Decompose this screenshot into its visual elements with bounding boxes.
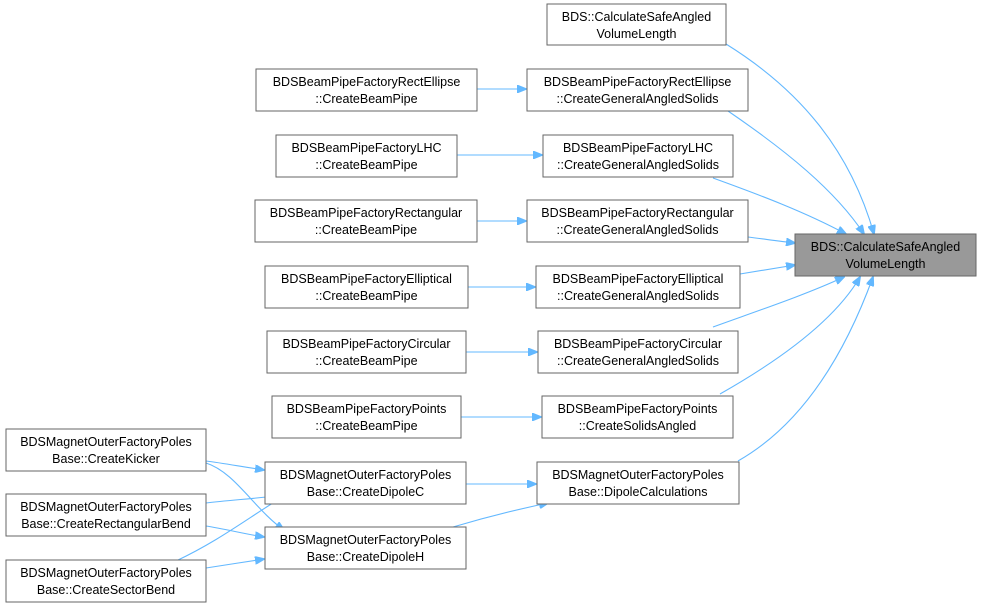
node-elliptical-general-angled-solids[interactable]: BDSBeamPipeFactoryElliptical ::CreateGen… bbox=[535, 265, 741, 309]
svg-text:::CreateBeamPipe: ::CreateBeamPipe bbox=[315, 419, 417, 433]
node-rectangular-general-angled-solids[interactable]: BDSBeamPipeFactoryRectangular ::CreateGe… bbox=[526, 199, 749, 243]
svg-text:::CreateBeamPipe: ::CreateBeamPipe bbox=[315, 223, 417, 237]
svg-text:::CreateBeamPipe: ::CreateBeamPipe bbox=[315, 92, 417, 106]
svg-text:BDSBeamPipeFactoryPoints: BDSBeamPipeFactoryPoints bbox=[287, 402, 447, 416]
edge-n6-n0 bbox=[747, 236, 795, 243]
edge-n2-n0 bbox=[727, 110, 864, 234]
svg-text:BDSBeamPipeFactoryRectangular: BDSBeamPipeFactoryRectangular bbox=[541, 206, 733, 220]
node-recellipse-general-angled-solids[interactable]: BDSBeamPipeFactoryRectEllipse ::CreateGe… bbox=[526, 68, 749, 112]
svg-text:::CreateGeneralAngledSolids: ::CreateGeneralAngledSolids bbox=[557, 289, 719, 303]
edge-n8-n0 bbox=[739, 265, 795, 275]
node-lhc-general-angled-solids[interactable]: BDSBeamPipeFactoryLHC ::CreateGeneralAng… bbox=[542, 134, 734, 178]
node-lhc-create-beam-pipe[interactable]: BDSBeamPipeFactoryLHC ::CreateBeamPipe bbox=[275, 134, 458, 178]
svg-text:::CreateSolidsAngled: ::CreateSolidsAngled bbox=[579, 419, 696, 433]
svg-text:BDSMagnetOuterFactoryPoles: BDSMagnetOuterFactoryPoles bbox=[20, 566, 192, 580]
svg-text:BDSMagnetOuterFactoryPoles: BDSMagnetOuterFactoryPoles bbox=[20, 500, 192, 514]
svg-text:BDSBeamPipeFactoryLHC: BDSBeamPipeFactoryLHC bbox=[563, 141, 713, 155]
node-calculate-safe-angled-volume-length-focus[interactable]: BDS::CalculateSafeAngled VolumeLength bbox=[794, 233, 977, 277]
svg-text:::CreateBeamPipe: ::CreateBeamPipe bbox=[315, 289, 417, 303]
svg-text:BDS::CalculateSafeAngled: BDS::CalculateSafeAngled bbox=[811, 240, 960, 254]
svg-text:BDSMagnetOuterFactoryPoles: BDSMagnetOuterFactoryPoles bbox=[280, 468, 452, 482]
node-create-rectangular-bend[interactable]: BDSMagnetOuterFactoryPoles Base::CreateR… bbox=[5, 493, 207, 537]
edge-n19-n16 bbox=[205, 559, 264, 569]
svg-text:BDSMagnetOuterFactoryPoles: BDSMagnetOuterFactoryPoles bbox=[20, 435, 192, 449]
edge-n16-n14 bbox=[452, 503, 548, 528]
svg-text:BDSBeamPipeFactoryRectEllipse: BDSBeamPipeFactoryRectEllipse bbox=[544, 75, 732, 89]
svg-text:BDSBeamPipeFactoryRectEllipse: BDSBeamPipeFactoryRectEllipse bbox=[273, 75, 461, 89]
svg-text:VolumeLength: VolumeLength bbox=[846, 257, 926, 271]
edge-n12-n0 bbox=[719, 277, 860, 395]
svg-text:::CreateGeneralAngledSolids: ::CreateGeneralAngledSolids bbox=[557, 158, 719, 172]
svg-text:Base::CreateRectangularBend: Base::CreateRectangularBend bbox=[21, 517, 191, 531]
svg-text:BDSBeamPipeFactoryElliptical: BDSBeamPipeFactoryElliptical bbox=[553, 272, 724, 286]
nodes: BDS::CalculateSafeAngled VolumeLength BD… bbox=[5, 3, 977, 603]
node-recellipse-create-beam-pipe[interactable]: BDSBeamPipeFactoryRectEllipse ::CreateBe… bbox=[255, 68, 478, 112]
node-create-sector-bend[interactable]: BDSMagnetOuterFactoryPoles Base::CreateS… bbox=[5, 559, 207, 603]
svg-text:BDSBeamPipeFactoryRectangular: BDSBeamPipeFactoryRectangular bbox=[270, 206, 462, 220]
node-rectangular-create-beam-pipe[interactable]: BDSBeamPipeFactoryRectangular ::CreateBe… bbox=[254, 199, 478, 243]
node-elliptical-create-beam-pipe[interactable]: BDSBeamPipeFactoryElliptical ::CreateBea… bbox=[264, 265, 469, 309]
svg-text:BDSBeamPipeFactoryPoints: BDSBeamPipeFactoryPoints bbox=[558, 402, 718, 416]
edge-n17-n15 bbox=[205, 460, 264, 470]
edges bbox=[175, 43, 874, 569]
svg-text:Base::CreateKicker: Base::CreateKicker bbox=[52, 452, 160, 466]
svg-text:Base::CreateSectorBend: Base::CreateSectorBend bbox=[37, 583, 175, 597]
node-points-create-solids-angled[interactable]: BDSBeamPipeFactoryPoints ::CreateSolidsA… bbox=[541, 395, 734, 439]
edge-n17-n16 bbox=[205, 462, 284, 530]
edge-n18-n16 bbox=[205, 525, 264, 537]
svg-text:BDSBeamPipeFactoryElliptical: BDSBeamPipeFactoryElliptical bbox=[281, 272, 452, 286]
svg-text:::CreateBeamPipe: ::CreateBeamPipe bbox=[315, 354, 417, 368]
node-circular-create-beam-pipe[interactable]: BDSBeamPipeFactoryCircular ::CreateBeamP… bbox=[266, 330, 467, 374]
node-create-dipole-h[interactable]: BDSMagnetOuterFactoryPoles Base::CreateD… bbox=[264, 526, 467, 570]
svg-text:BDSBeamPipeFactoryCircular: BDSBeamPipeFactoryCircular bbox=[554, 337, 722, 351]
svg-text:Base::CreateDipoleC: Base::CreateDipoleC bbox=[307, 485, 424, 499]
edge-n1-n0 bbox=[725, 43, 874, 234]
svg-text:BDSMagnetOuterFactoryPoles: BDSMagnetOuterFactoryPoles bbox=[280, 533, 452, 547]
node-points-create-beam-pipe[interactable]: BDSBeamPipeFactoryPoints ::CreateBeamPip… bbox=[271, 395, 462, 439]
edge-n14-n0 bbox=[737, 277, 873, 462]
svg-text:::CreateGeneralAngledSolids: ::CreateGeneralAngledSolids bbox=[557, 354, 719, 368]
svg-text:BDSMagnetOuterFactoryPoles: BDSMagnetOuterFactoryPoles bbox=[552, 468, 724, 482]
node-calculate-safe-angled-volume-length-caller[interactable]: BDS::CalculateSafeAngled VolumeLength bbox=[546, 3, 727, 46]
node-create-kicker[interactable]: BDSMagnetOuterFactoryPoles Base::CreateK… bbox=[5, 428, 207, 472]
edge-n10-n0 bbox=[712, 277, 844, 328]
svg-text:BDSBeamPipeFactoryCircular: BDSBeamPipeFactoryCircular bbox=[282, 337, 450, 351]
svg-text:BDSBeamPipeFactoryLHC: BDSBeamPipeFactoryLHC bbox=[291, 141, 441, 155]
svg-text:BDS::CalculateSafeAngled: BDS::CalculateSafeAngled bbox=[562, 10, 711, 24]
node-circular-general-angled-solids[interactable]: BDSBeamPipeFactoryCircular ::CreateGener… bbox=[537, 330, 739, 374]
node-dipole-calculations[interactable]: BDSMagnetOuterFactoryPoles Base::DipoleC… bbox=[536, 461, 740, 505]
svg-text:::CreateBeamPipe: ::CreateBeamPipe bbox=[315, 158, 417, 172]
svg-text:VolumeLength: VolumeLength bbox=[597, 27, 677, 41]
edge-n4-n0 bbox=[712, 177, 846, 234]
svg-text:Base::CreateDipoleH: Base::CreateDipoleH bbox=[307, 550, 424, 564]
svg-text:::CreateGeneralAngledSolids: ::CreateGeneralAngledSolids bbox=[557, 92, 719, 106]
svg-text:::CreateGeneralAngledSolids: ::CreateGeneralAngledSolids bbox=[557, 223, 719, 237]
svg-text:Base::DipoleCalculations: Base::DipoleCalculations bbox=[569, 485, 708, 499]
node-create-dipole-c[interactable]: BDSMagnetOuterFactoryPoles Base::CreateD… bbox=[264, 461, 467, 505]
